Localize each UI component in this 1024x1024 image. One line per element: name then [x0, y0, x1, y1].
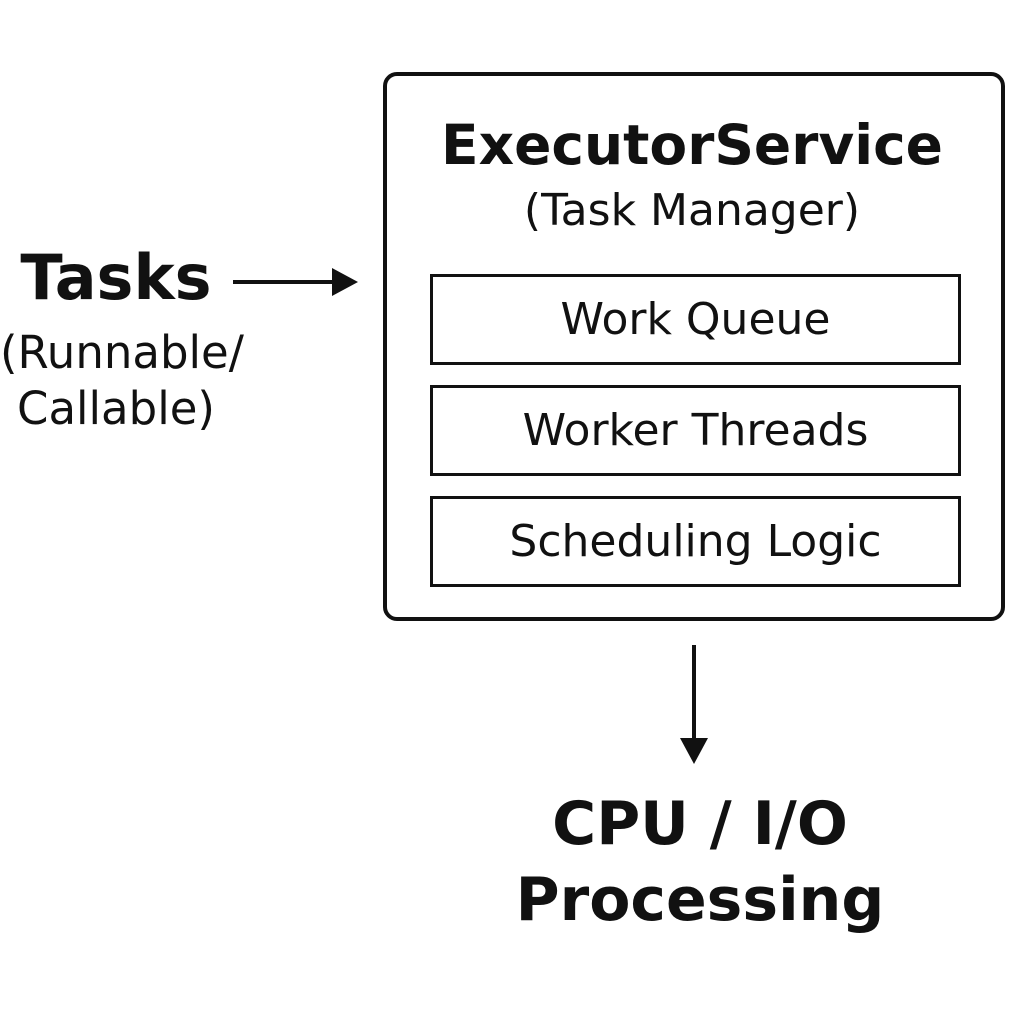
tasks-subtitle: (Runnable/ Callable) [0, 325, 244, 437]
scheduling-logic-box: Scheduling Logic [430, 496, 961, 587]
work-queue-box: Work Queue [430, 274, 961, 365]
tasks-subtitle-line-2: Callable) [17, 382, 215, 435]
executor-service-box [383, 72, 1005, 621]
executor-service-subtitle: (Task Manager) [523, 185, 861, 236]
tasks-label: Tasks [20, 241, 212, 314]
output-line-1: CPU / I/O [552, 789, 848, 859]
worker-threads-box: Worker Threads [430, 385, 961, 476]
output-line-2: Processing [515, 865, 885, 935]
executor-service-title: ExecutorService [441, 113, 943, 177]
output-label: CPU / I/O Processing [430, 786, 970, 938]
tasks-subtitle-line-1: (Runnable/ [0, 326, 244, 379]
arrow-executor-to-output [680, 645, 708, 764]
arrow-tasks-to-executor [233, 268, 358, 296]
